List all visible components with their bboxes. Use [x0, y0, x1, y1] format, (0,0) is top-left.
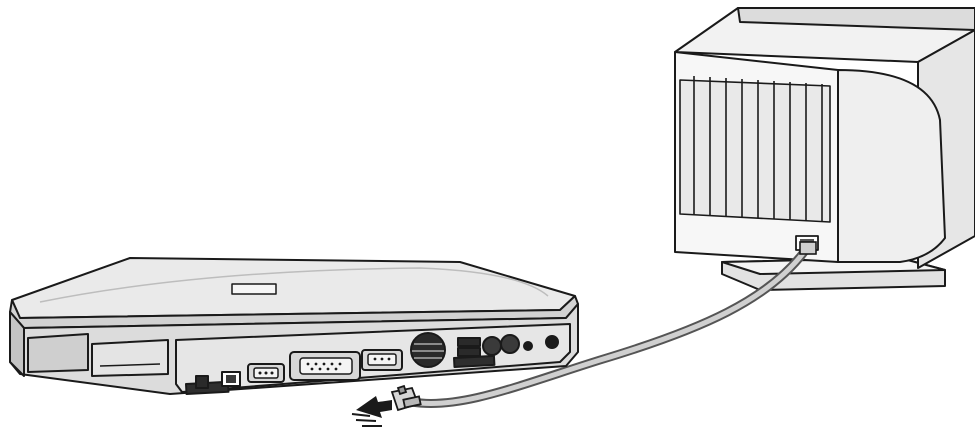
- laptop-fan-vent: [411, 333, 445, 367]
- laptop-kensington-slot: [196, 376, 208, 388]
- laptop-pc-card-slot: [92, 340, 168, 376]
- laptop-parallel-port: [290, 352, 360, 380]
- monitor-vent-grille: [680, 76, 830, 222]
- laptop-logo-plate: [232, 284, 276, 294]
- laptop-icon: [10, 258, 578, 394]
- laptop-audio-jack: [524, 342, 532, 350]
- laptop-vga-port: [362, 350, 402, 370]
- crt-monitor-icon: [675, 8, 975, 290]
- laptop-power-jack: [546, 336, 558, 348]
- insert-arrow-icon: [352, 396, 392, 426]
- laptop-lid: [12, 258, 575, 318]
- laptop-serial-port: [248, 364, 284, 382]
- monitor-cable-plug: [800, 242, 816, 254]
- laptop-usb-ports: [458, 338, 480, 356]
- laptop-drive-bay: [28, 334, 88, 372]
